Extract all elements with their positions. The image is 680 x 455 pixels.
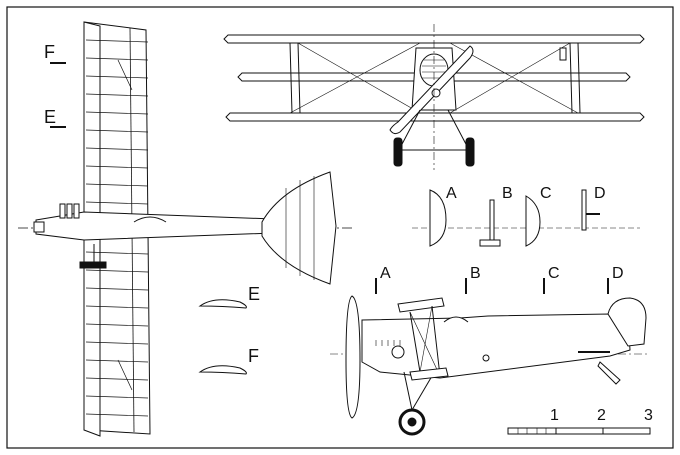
wing-profiles	[198, 299, 247, 375]
side-view	[330, 295, 650, 436]
section-label-a: A	[446, 185, 457, 202]
front-view	[223, 34, 645, 167]
profile-label-f: F	[248, 346, 259, 366]
station-label-a: A	[380, 265, 391, 282]
station-markers	[375, 278, 609, 294]
plan-view	[18, 21, 352, 437]
scale-tick-3: 3	[644, 407, 653, 424]
strut-sections	[412, 189, 640, 247]
plan-label-e: E	[44, 107, 56, 127]
station-label-d: D	[612, 265, 624, 282]
scale-tick-2: 2	[597, 407, 606, 424]
section-label-b: B	[502, 185, 513, 202]
profile-label-e: E	[248, 284, 260, 304]
section-label-c: C	[540, 185, 552, 202]
sheet-frame	[6, 6, 674, 449]
wing-ribs	[85, 39, 149, 417]
scale-tick-1: 1	[550, 407, 559, 424]
station-label-b: B	[470, 265, 481, 282]
plan-label-f: F	[44, 42, 55, 62]
section-label-d: D	[594, 185, 606, 202]
scale-bar	[507, 427, 651, 435]
station-label-c: C	[548, 265, 560, 282]
